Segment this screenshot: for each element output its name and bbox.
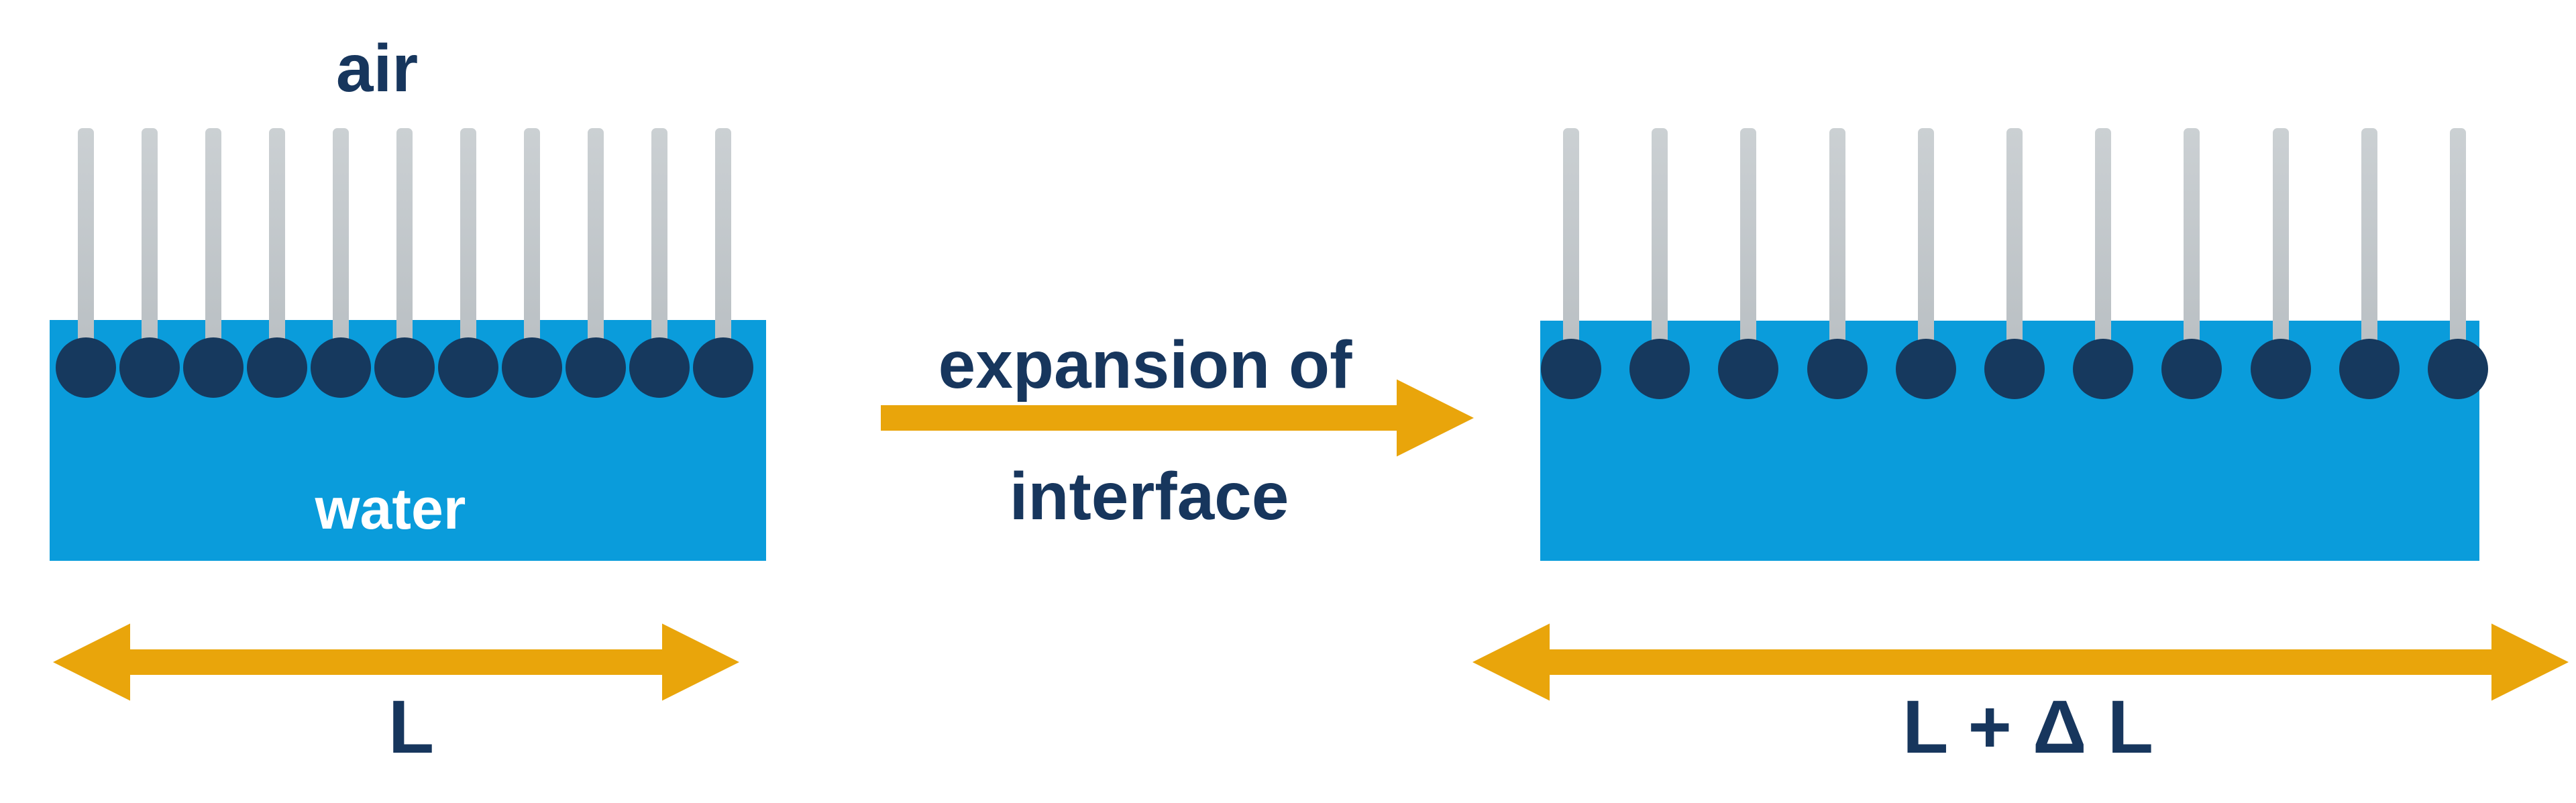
molecule-head-left [56, 337, 116, 398]
interface-label: interface [1009, 459, 1289, 534]
molecule-head-left [374, 337, 435, 398]
molecule-head-right [1541, 339, 1601, 399]
molecule-tail-right [2006, 128, 2023, 359]
molecule-tail-left [78, 128, 94, 359]
molecule-head-right [2339, 339, 2400, 399]
molecule-head-left [693, 337, 753, 398]
molecule-tail-right [1652, 128, 1668, 359]
molecule-tail-right [1740, 128, 1757, 359]
molecule-tail-right [2184, 128, 2200, 359]
molecule-head-right [2428, 339, 2488, 399]
length-label-right: L + Δ L [1902, 685, 2154, 769]
molecule-head-left [247, 337, 307, 398]
expansion-of-label: expansion of [938, 327, 1352, 403]
molecule-head-right [2073, 339, 2134, 399]
molecule-head-right [1629, 339, 1690, 399]
molecule-tail-left [333, 128, 349, 359]
molecule-tail-right [1829, 128, 1845, 359]
molecule-head-left [629, 337, 690, 398]
molecule-tail-right [2450, 128, 2466, 359]
molecule-head-right [1718, 339, 1779, 399]
molecule-tail-left [651, 128, 667, 359]
air-label: air [335, 31, 419, 106]
water-label: water [315, 477, 466, 541]
length-label-left: L [388, 685, 435, 769]
molecule-tail-right [2272, 128, 2289, 359]
molecule-head-right [2161, 339, 2222, 399]
molecule-head-right [1895, 339, 1956, 399]
molecule-tail-right [2095, 128, 2112, 359]
molecule-tail-left [715, 128, 731, 359]
molecule-tail-left [142, 128, 158, 359]
molecule-tail-right [1563, 128, 1579, 359]
molecule-tail-left [269, 128, 285, 359]
molecule-tail-left [460, 128, 476, 359]
molecule-head-left [183, 337, 244, 398]
molecule-tail-right [1917, 128, 1934, 359]
molecule-tail-left [524, 128, 540, 359]
molecule-head-left [311, 337, 371, 398]
molecule-head-right [1984, 339, 2045, 399]
molecule-head-right [2250, 339, 2311, 399]
molecule-tail-left [396, 128, 413, 359]
molecule-head-left [438, 337, 498, 398]
molecule-head-left [119, 337, 180, 398]
molecule-tail-left [205, 128, 221, 359]
molecule-head-right [1807, 339, 1868, 399]
molecule-head-left [566, 337, 626, 398]
molecule-head-left [502, 337, 562, 398]
molecule-tail-left [588, 128, 604, 359]
molecule-tail-right [2361, 128, 2377, 359]
